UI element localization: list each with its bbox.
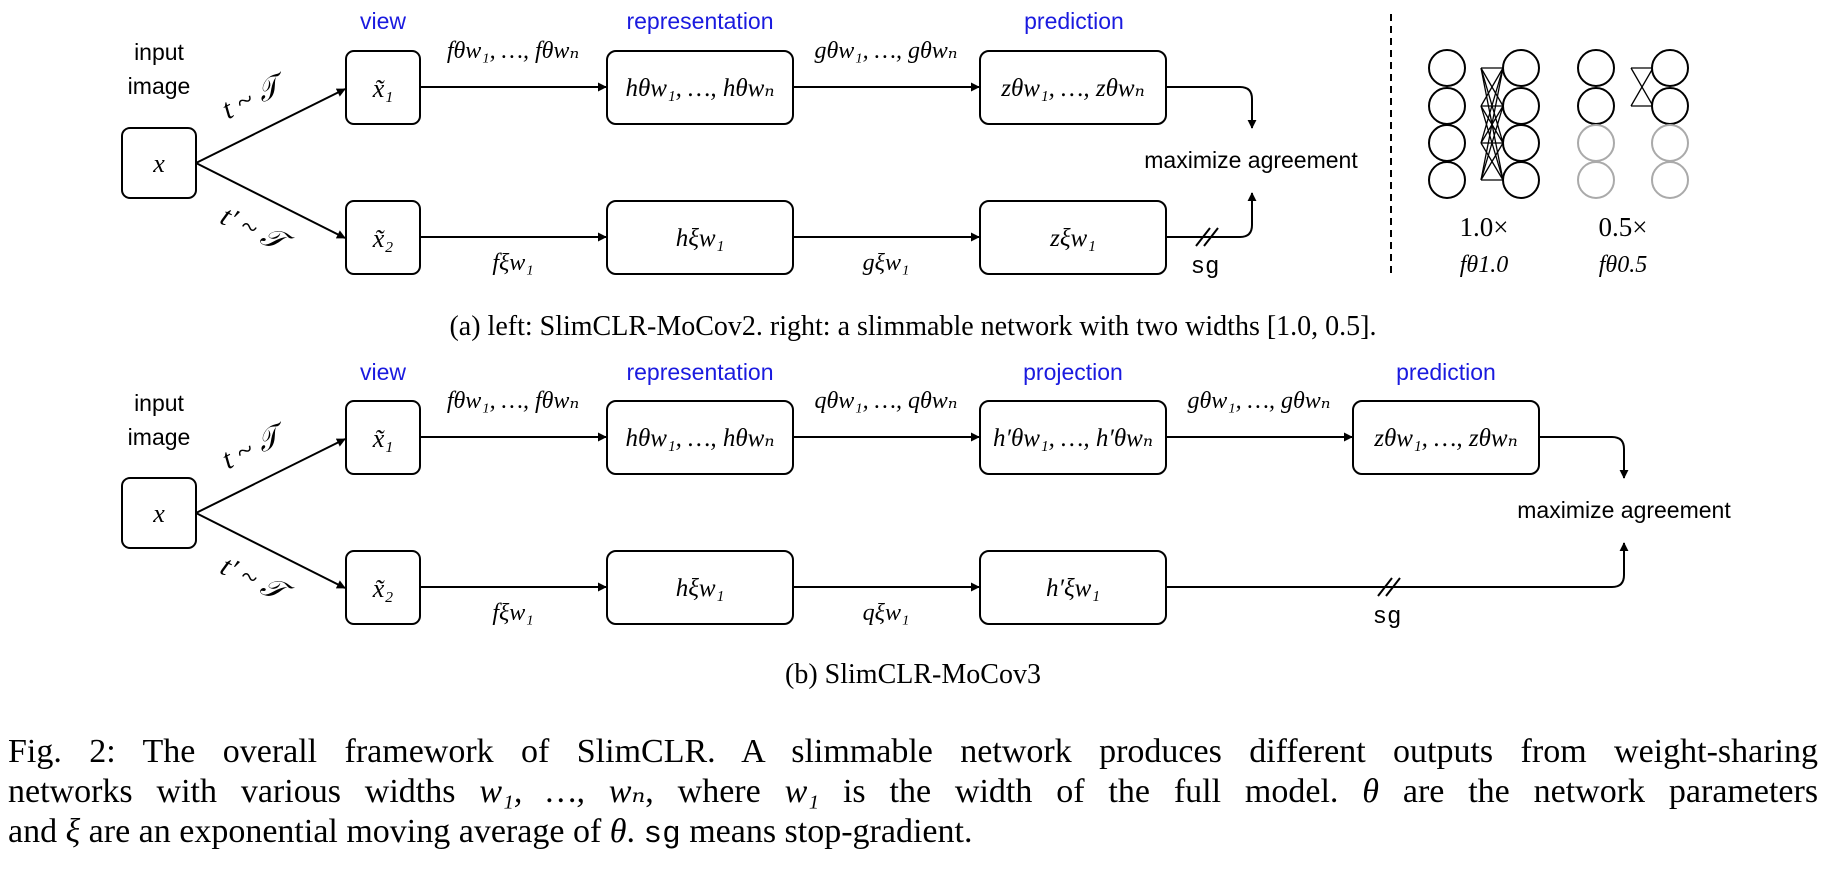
stop-grad-slash-2	[1203, 227, 1219, 247]
encoder-label-bottom: fξw₁	[492, 250, 533, 276]
caption-text: , where	[645, 773, 761, 810]
stage-label-projection-b: projection	[1023, 359, 1123, 385]
figure-caption-line-3: and ξ are an exponential moving average …	[8, 812, 1818, 855]
caption-text: .	[626, 813, 635, 850]
stage-label-representation: representation	[626, 8, 773, 34]
view-node-2-label: x̃₂	[372, 224, 394, 253]
network-full-width-label: 1.0×	[1460, 212, 1509, 242]
predictor-label-top: gθw₁, …, gθwₙ	[814, 38, 957, 64]
predictor-label-top-b: gθw₁, …, gθwₙ	[1187, 388, 1330, 414]
aug-arrow-bottom	[195, 162, 346, 239]
stage-label-view: view	[360, 8, 406, 34]
projection-box-top-b-label: h′θw₁, …, h′θwₙ	[993, 425, 1153, 452]
stage-label-representation-b: representation	[626, 359, 773, 385]
view-node-2-b-label: x̃₂	[372, 574, 394, 603]
encoder-label-top-b: fθw₁, …, fθwₙ	[447, 388, 579, 414]
network-half-edges	[1630, 67, 1654, 107]
input-node-b-label: x	[152, 499, 165, 528]
representation-box-top-b-label: hθw₁, …, hθwₙ	[626, 425, 775, 452]
caption-code: sg	[643, 817, 681, 852]
caption-math: w₁, …, wₙ	[479, 773, 646, 810]
view-node-1-b-label: x̃₁	[372, 424, 394, 453]
panel-b: view representation projection predictio…	[121, 359, 1731, 690]
prediction-box-bottom-label: zξw₁	[1049, 225, 1096, 252]
image-label: image	[128, 73, 191, 99]
prediction-box-top-label: zθw₁, …, zθwₙ	[1000, 75, 1144, 102]
caption-text: are the network parameters	[1402, 773, 1819, 810]
stop-grad-label: sg	[1191, 254, 1220, 281]
caption-math: ξ	[65, 813, 81, 850]
aug-arrow-bottom-b	[195, 512, 346, 589]
stop-grad-label-b: sg	[1373, 604, 1402, 631]
representation-box-top-label: hθw₁, …, hθwₙ	[626, 75, 775, 102]
network-half-active-nodes	[1577, 49, 1689, 125]
input-label-b: input	[134, 390, 184, 416]
stage-label-view-b: view	[360, 359, 406, 385]
predictor-label-bottom: gξw₁	[863, 250, 910, 276]
figure-caption-line-2: networks with various widths w₁, …, wₙ, …	[8, 772, 1818, 812]
panel-b-caption: (b) SlimCLR-MoCov3	[785, 659, 1041, 690]
figure-caption-line-1: Fig. 2: The overall framework of SlimCLR…	[8, 733, 1818, 770]
aug-label-bottom: t′ ~ 𝒯	[215, 200, 297, 262]
network-half-width-label: 0.5×	[1599, 212, 1648, 242]
network-half-width	[1577, 49, 1689, 199]
panel-a: view representation prediction input ima…	[121, 8, 1689, 342]
aug-label-bottom-b: t′ ~ 𝒯	[215, 550, 297, 612]
caption-text: is the width of the full model.	[842, 773, 1339, 810]
stop-grad-slash-1-b	[1377, 577, 1393, 597]
agreement-arrow-bottom-b	[1166, 542, 1629, 588]
caption-text: are an exponential moving average of	[88, 813, 602, 850]
agreement-arrow-top	[1166, 86, 1257, 129]
network-full-edges	[1480, 67, 1504, 181]
image-label-b: image	[128, 424, 191, 450]
caption-text: and	[8, 813, 58, 850]
network-full-nodes	[1428, 49, 1540, 199]
panel-a-caption: (a) left: SlimCLR-MoCov2. right: a slimm…	[449, 311, 1376, 342]
representation-box-bottom-b-label: hξw₁	[676, 575, 725, 602]
network-half-inactive-nodes	[1577, 124, 1689, 199]
representation-box-bottom-label: hξw₁	[676, 225, 725, 252]
stage-label-prediction-b: prediction	[1396, 359, 1496, 385]
network-full-fn-label: fθ1.0	[1460, 252, 1508, 278]
stage-label-prediction: prediction	[1024, 8, 1124, 34]
stop-grad-slash-1	[1195, 227, 1211, 247]
projector-label-top-b: qθw₁, …, qθwₙ	[814, 388, 957, 414]
agreement-arrow-top-b	[1539, 436, 1629, 479]
encoder-label-top: fθw₁, …, fθwₙ	[447, 38, 579, 64]
agreement-arrow-bottom	[1166, 192, 1257, 238]
caption-text: networks with various widths	[8, 773, 456, 810]
input-node-label: x	[152, 149, 165, 178]
figure-caption: Fig. 2: The overall framework of SlimCLR…	[8, 732, 1818, 855]
caption-text: means stop-gradient.	[689, 813, 973, 850]
view-node-1-label: x̃₁	[372, 74, 394, 103]
caption-math: θ	[609, 813, 627, 850]
caption-math: θ	[1362, 773, 1379, 810]
projector-label-bottom-b: qξw₁	[863, 600, 910, 626]
input-label: input	[134, 39, 184, 65]
maximize-agreement-label: maximize agreement	[1144, 147, 1358, 173]
encoder-label-bottom-b: fξw₁	[492, 600, 533, 626]
network-half-fn-label: fθ0.5	[1599, 252, 1647, 278]
projection-box-bottom-b-label: h′ξw₁	[1046, 575, 1100, 602]
maximize-agreement-label-b: maximize agreement	[1517, 497, 1731, 523]
aug-label-top: t ~ 𝒯	[217, 67, 293, 126]
stop-grad-slash-2-b	[1385, 577, 1401, 597]
aug-arrow-top	[195, 88, 346, 164]
aug-arrow-top-b	[195, 438, 346, 514]
caption-math: w₁	[784, 773, 820, 810]
aug-label-top-b: t ~ 𝒯	[217, 417, 293, 476]
prediction-box-top-b-label: zθw₁, …, zθwₙ	[1373, 425, 1517, 452]
network-full-width	[1428, 49, 1540, 199]
